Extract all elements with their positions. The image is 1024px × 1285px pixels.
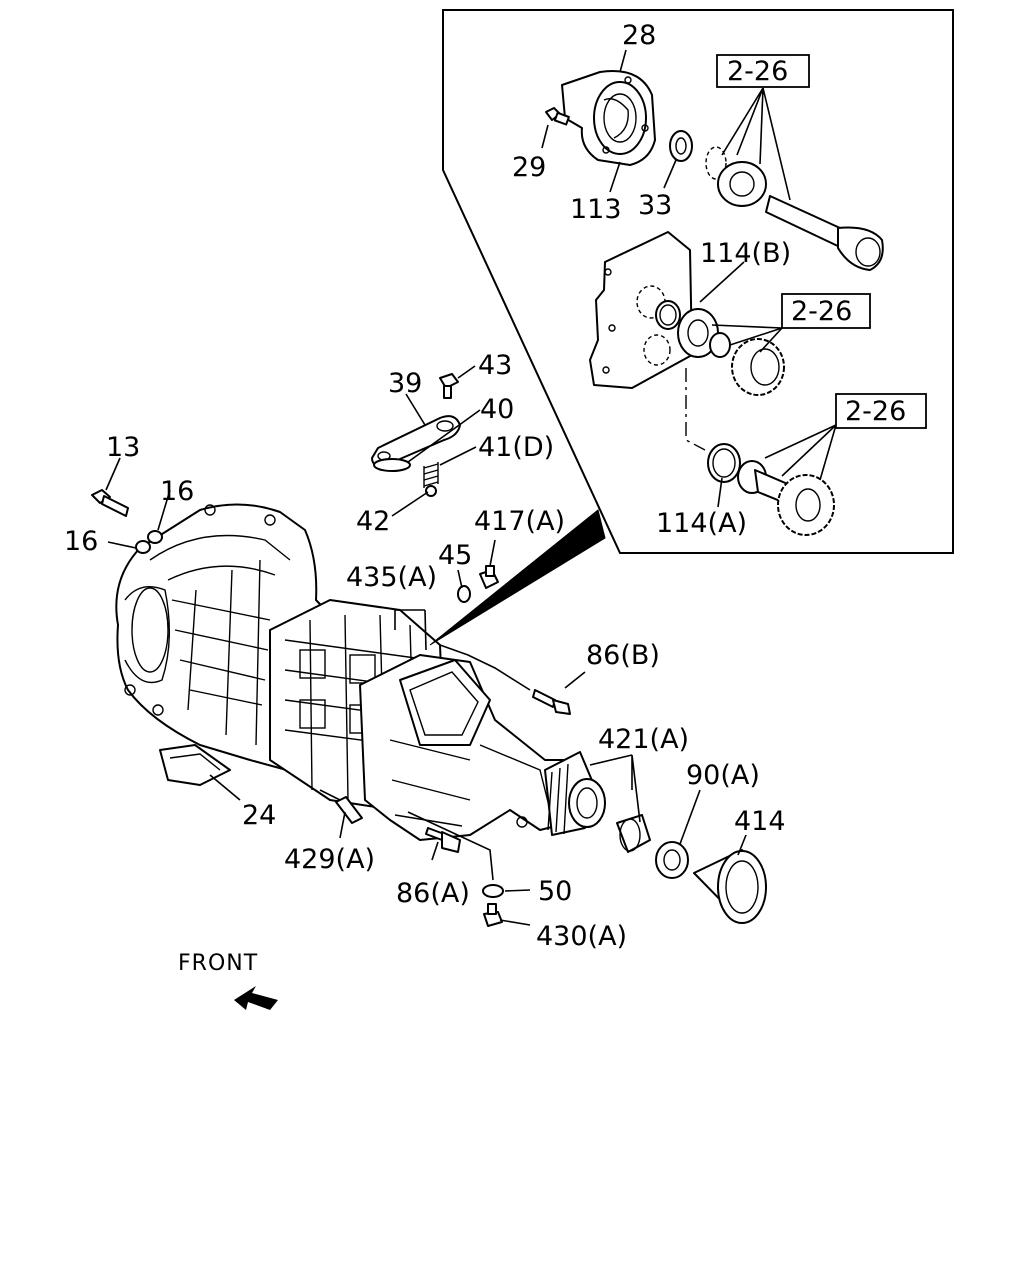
callout-40: 40 bbox=[480, 394, 514, 425]
part-28-rear-cover bbox=[561, 70, 656, 166]
callout-417a: 417(A) bbox=[474, 506, 565, 537]
callout-42: 42 bbox=[356, 506, 390, 537]
part-421a-bushing bbox=[616, 814, 651, 853]
callout-28: 28 bbox=[622, 20, 656, 51]
snap-ring-114b bbox=[655, 300, 681, 330]
part-40-washer bbox=[373, 458, 411, 472]
part-33-bearing bbox=[669, 130, 693, 162]
callout-90a: 90(A) bbox=[686, 760, 760, 791]
callout-421a: 421(A) bbox=[598, 724, 689, 755]
part-86b-bolt bbox=[532, 689, 571, 715]
callout-box-2-26-a bbox=[716, 54, 810, 88]
part-90a-seal bbox=[655, 841, 689, 879]
callout-2-26-c: 2-26 bbox=[845, 396, 906, 427]
intermediate-plate bbox=[589, 231, 693, 389]
callout-box-2-26-c bbox=[835, 393, 927, 429]
part-24-cover bbox=[159, 744, 231, 786]
callout-45: 45 bbox=[438, 540, 472, 571]
callout-114a: 114(A) bbox=[656, 508, 747, 539]
callout-16-b: 16 bbox=[64, 526, 98, 557]
counter-gear-group-lower bbox=[737, 460, 835, 536]
rear-seal-housing bbox=[544, 751, 606, 836]
part-16-dowel-a bbox=[147, 530, 163, 544]
detail-pointer-wedge bbox=[429, 509, 606, 646]
detail-inset bbox=[442, 9, 954, 554]
part-45-washer bbox=[457, 585, 471, 603]
callout-414: 414 bbox=[734, 806, 786, 837]
part-29-bolt bbox=[545, 107, 570, 126]
part-414-dust-cover bbox=[693, 849, 767, 924]
part-16-dowel-b bbox=[135, 540, 151, 554]
leader-lines bbox=[105, 49, 837, 926]
extension-housing bbox=[359, 654, 581, 841]
snap-ring-114a bbox=[707, 443, 741, 483]
part-430a-plug bbox=[483, 903, 503, 927]
front-arrow-icon bbox=[234, 986, 278, 1010]
callout-113: 113 bbox=[570, 194, 622, 225]
callout-435a: 435(A) bbox=[346, 562, 437, 593]
counter-gear-group-upper bbox=[677, 308, 785, 396]
callout-39: 39 bbox=[388, 368, 422, 399]
part-86a-bolt bbox=[425, 827, 461, 853]
callout-24: 24 bbox=[242, 800, 276, 831]
part-42-ball bbox=[425, 485, 437, 497]
part-13-bolt bbox=[91, 489, 129, 517]
callout-41d: 41(D) bbox=[478, 432, 554, 463]
output-shaft-group bbox=[705, 146, 884, 271]
callout-box-2-26-b bbox=[781, 293, 871, 329]
callout-429a: 429(A) bbox=[284, 844, 375, 875]
callout-labels: 28 29 113 33 2-26 114(B) 2-26 2-26 114(A… bbox=[64, 20, 927, 976]
callout-114b: 114(B) bbox=[700, 238, 791, 269]
callout-50: 50 bbox=[538, 876, 572, 907]
callout-430a: 430(A) bbox=[536, 921, 627, 952]
callout-86a: 86(A) bbox=[396, 878, 470, 909]
front-label: FRONT bbox=[178, 951, 258, 976]
part-39-shift-lever bbox=[371, 415, 461, 467]
part-43-bolt bbox=[439, 373, 459, 399]
callout-33: 33 bbox=[638, 190, 672, 221]
callout-2-26-b: 2-26 bbox=[791, 296, 852, 327]
part-429a-pin bbox=[335, 796, 363, 824]
part-41d-spring bbox=[423, 462, 439, 488]
callout-86b: 86(B) bbox=[586, 640, 660, 671]
callout-43: 43 bbox=[478, 350, 512, 381]
part-50-gasket bbox=[482, 884, 504, 898]
callout-13: 13 bbox=[106, 432, 140, 463]
part-417a-plug bbox=[479, 565, 499, 589]
callout-16-a: 16 bbox=[160, 476, 194, 507]
callout-2-26-a: 2-26 bbox=[727, 56, 788, 87]
callout-29: 29 bbox=[512, 152, 546, 183]
